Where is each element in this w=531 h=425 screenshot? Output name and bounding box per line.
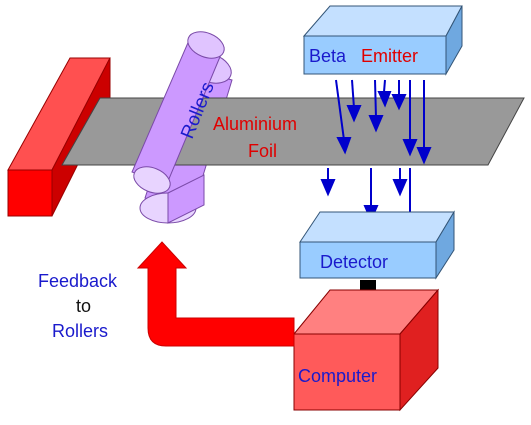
beta-emitter-box [302,5,463,76]
emitter-label: Emitter [361,46,418,66]
roller-front [131,31,225,194]
computer-label: Computer [298,366,377,386]
feedback-to-label: to [76,296,91,316]
roller-lower-body [167,174,205,224]
beta-label: Beta [309,46,347,66]
feedback-label: Feedback [38,271,118,291]
feedback-arrow [136,241,295,347]
aluminium-label: Aluminium [213,114,297,134]
feedback-rollers-label: Rollers [52,321,108,341]
computer-box [292,288,440,412]
detector-label: Detector [320,252,388,272]
foil-label: Foil [248,141,277,161]
detector-box [299,210,455,280]
